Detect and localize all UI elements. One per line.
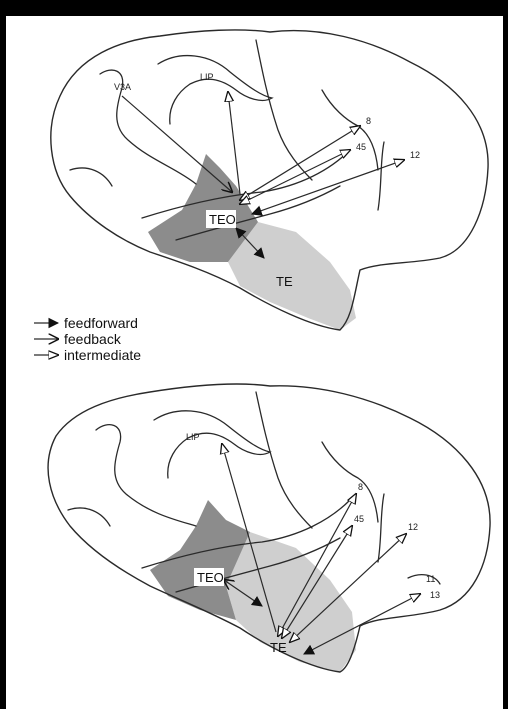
legend-feedforward-label: feedforward [64, 315, 138, 331]
top-label-te: TE [276, 274, 293, 289]
top-label-12: 12 [410, 150, 420, 160]
bottom-label-8: 8 [358, 482, 363, 492]
top-label-8: 8 [366, 116, 371, 126]
bottom-label-teo: TEO [197, 570, 224, 585]
legend-intermediate-label: intermediate [64, 347, 141, 363]
bottom-label-13: 13 [430, 590, 440, 600]
bottom-label-45: 45 [354, 514, 364, 524]
bottom-label-lip: LIP [186, 432, 200, 442]
bottom-label-12: 12 [408, 522, 418, 532]
top-label-v3a: V3A [114, 82, 131, 92]
bottom-label-te: TE [270, 640, 287, 655]
bottom-label-11: 11 [426, 574, 435, 584]
top-label-45: 45 [356, 142, 366, 152]
top-label-lip: LIP [200, 72, 214, 82]
legend-feedback-label: feedback [64, 331, 122, 347]
top-label-teo: TEO [209, 212, 236, 227]
